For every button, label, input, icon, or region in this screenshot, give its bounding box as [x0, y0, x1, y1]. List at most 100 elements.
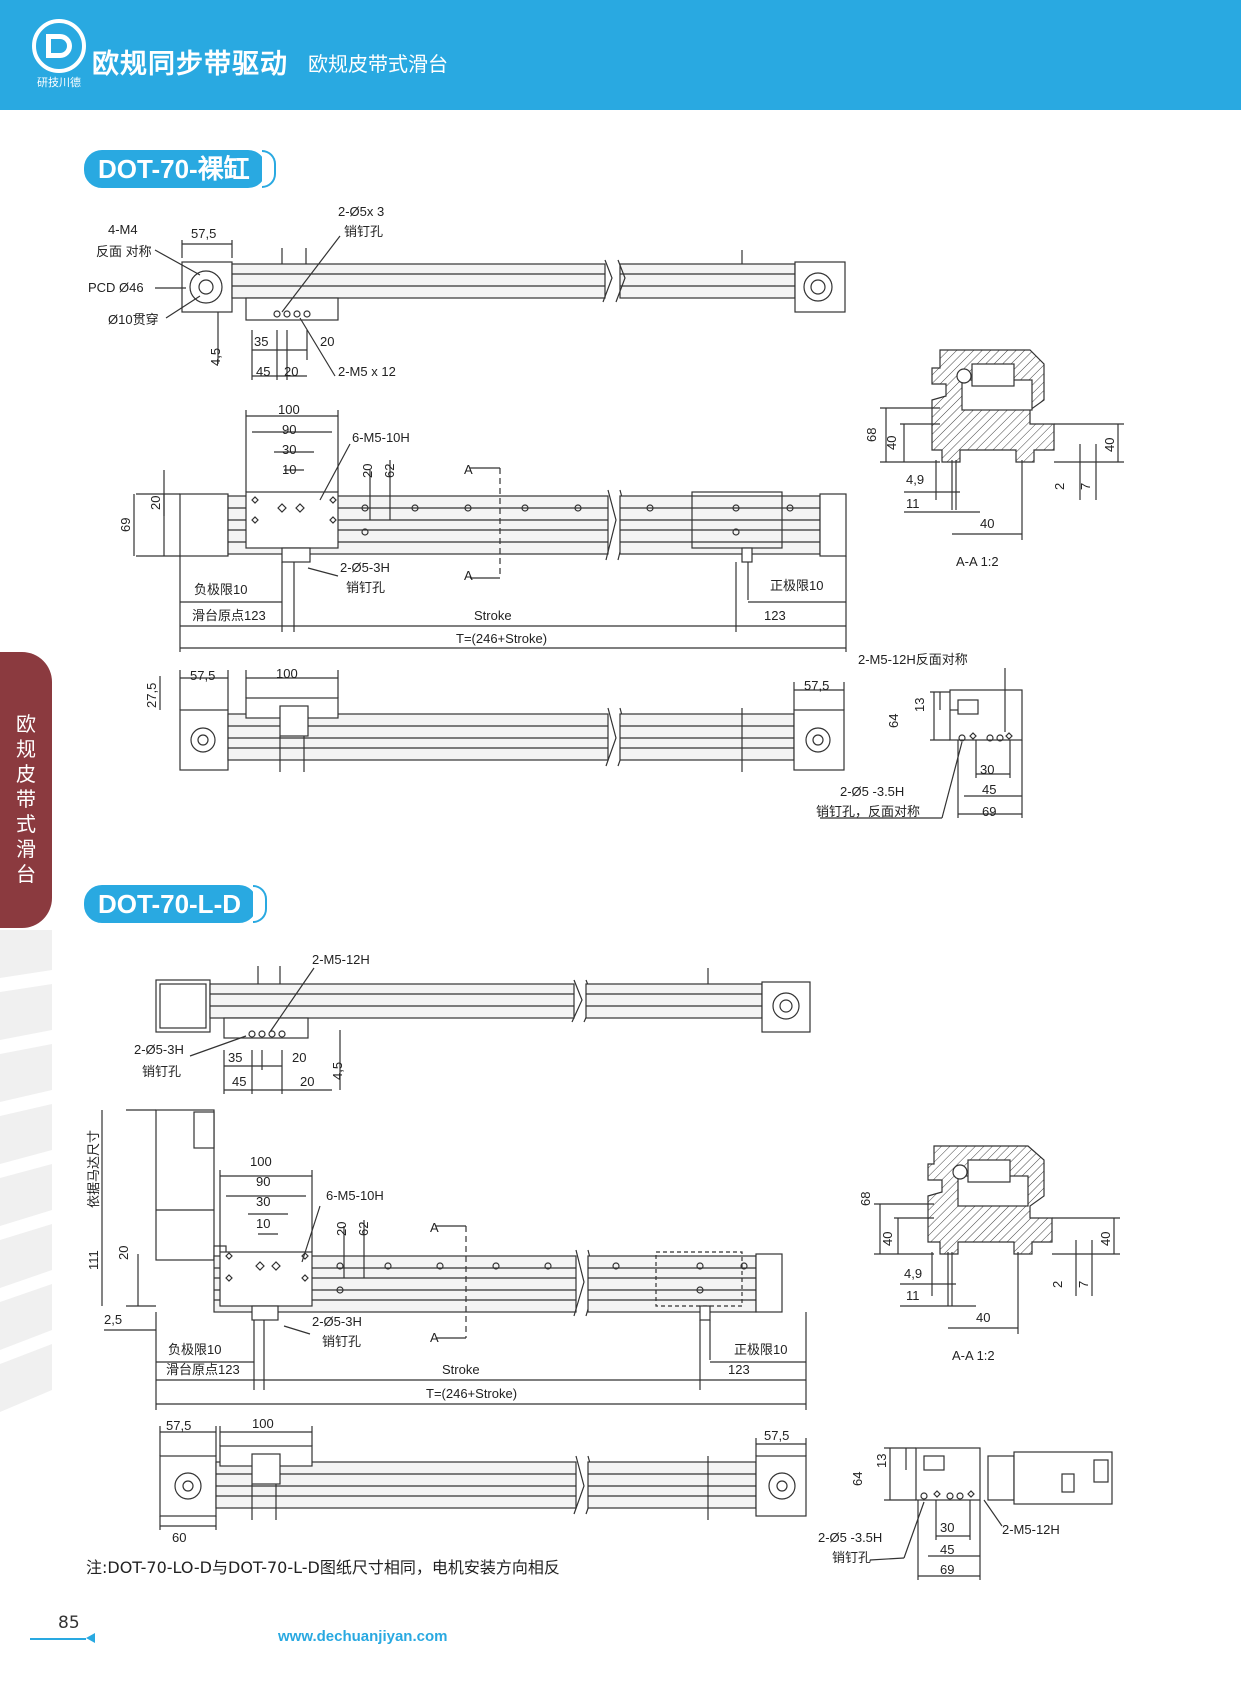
- s1-bot-575r: 57,5: [804, 678, 829, 693]
- s1-label-4m4: 4-M4: [108, 222, 138, 237]
- s2-sec-68: 68: [858, 1192, 873, 1206]
- s1-sec-40r: 40: [1102, 438, 1117, 452]
- footnote: 注:DOT-70-LO-D与DOT-70-L-D图纸尺寸相同，电机安装方向相反: [86, 1558, 560, 1577]
- s2-top-m5: 2-M5-12H: [312, 952, 370, 967]
- s2-sec-b40: 40: [976, 1310, 990, 1325]
- s1-mid-10: 10: [282, 462, 296, 477]
- s1-sec-40l: 40: [884, 436, 899, 450]
- page-number: 85: [58, 1613, 80, 1633]
- s2-mid-20v: 20: [116, 1246, 131, 1260]
- s2-mid-111: 111: [86, 1250, 101, 1270]
- s2-top-pin2: 销钉孔: [142, 1064, 181, 1079]
- s1-mid-123: 123: [764, 608, 786, 623]
- s1-end-64: 64: [886, 714, 901, 728]
- s2-mid-25: 2,5: [104, 1312, 122, 1327]
- s2-mid-motor: 依据马达尺寸: [86, 1130, 101, 1208]
- section-title-1-text: DOT-70-裸缸: [98, 154, 250, 184]
- s1-mid-30: 30: [282, 442, 296, 457]
- s1-mid-total: T=(246+Stroke): [456, 631, 547, 646]
- s1-label-575: 57,5: [191, 226, 216, 241]
- s1-mid-pin2: 销钉孔: [346, 580, 385, 595]
- s1-end-pin2: 销钉孔，反面对称: [816, 804, 920, 819]
- s1-sec-49: 4,9: [906, 472, 924, 487]
- s1-label-20b: 20: [284, 364, 298, 379]
- s2-end-pin2: 销钉孔: [832, 1550, 871, 1565]
- s1-label-35: 35: [254, 334, 268, 349]
- s1-end-69: 69: [982, 804, 996, 819]
- s1-mid-pin: 2-Ø5-3H: [340, 560, 390, 575]
- side-tab: [0, 652, 52, 928]
- s1-label-thru: Ø10贯穿: [108, 312, 159, 327]
- s2-mid-pin2: 销钉孔: [322, 1334, 361, 1349]
- side-tab-label: 欧规皮带式滑台: [16, 712, 36, 886]
- s1-sec-b40: 40: [980, 516, 994, 531]
- s1-mid-neg: 负极限10: [194, 582, 247, 597]
- s2-top-view: [155, 966, 811, 1094]
- s2-end-view: [869, 1447, 1113, 1580]
- s2-top-20b: 20: [300, 1074, 314, 1089]
- s1-end-30: 30: [980, 762, 994, 777]
- section-title-1: DOT-70-裸缸: [84, 150, 276, 188]
- s2-mid-a-bot: A: [430, 1330, 439, 1345]
- s1-top-view: [154, 235, 846, 380]
- logo-caption: 研技川德: [37, 75, 81, 89]
- s2-top-20: 20: [292, 1050, 306, 1065]
- s2-mid-pos: 正极限10: [734, 1342, 787, 1357]
- brand-logo: 研技川德: [32, 19, 86, 89]
- s2-sec-7: 7: [1076, 1281, 1091, 1288]
- s2-end-30: 30: [940, 1520, 954, 1535]
- s1-end-pin: 2-Ø5 -3.5H: [840, 784, 904, 799]
- s2-sec-11: 11: [906, 1288, 920, 1303]
- s2-mid-a-top: A: [430, 1220, 439, 1235]
- side-decoration: [0, 930, 52, 1412]
- s2-mid-100: 100: [250, 1154, 272, 1169]
- s1-label-m5x12: 2-M5 x 12: [338, 364, 396, 379]
- s2-end-45: 45: [940, 1542, 954, 1557]
- s2-top-45: 45: [232, 1074, 246, 1089]
- s1-mid-a-top: A: [464, 462, 473, 477]
- s1-label-45: 45: [256, 364, 270, 379]
- s2-end-pin: 2-Ø5 -3.5H: [818, 1530, 882, 1545]
- s1-bot-275: 27,5: [144, 683, 159, 708]
- s1-middle-view: [133, 410, 847, 652]
- s2-bot-100: 100: [252, 1416, 274, 1431]
- s1-sec-11: 11: [906, 496, 920, 511]
- s2-sec-caption: A-A 1:2: [952, 1348, 995, 1363]
- s2-end-13: 13: [874, 1454, 889, 1468]
- s2-end-m5: 2-M5-12H: [1002, 1522, 1060, 1537]
- page-number-underline: [30, 1638, 86, 1640]
- s2-bot-575: 57,5: [166, 1418, 191, 1433]
- s1-mid-100: 100: [278, 402, 300, 417]
- s1-section-view: [880, 349, 1124, 540]
- s2-bot-575r: 57,5: [764, 1428, 789, 1443]
- s1-sec-68: 68: [864, 428, 879, 442]
- s2-middle-view: [101, 1109, 807, 1410]
- s1-mid-h69: 69: [118, 518, 133, 532]
- s2-mid-v20: 20: [334, 1222, 349, 1236]
- s1-mid-stroke: Stroke: [474, 608, 512, 623]
- s1-end-13: 13: [912, 698, 927, 712]
- s2-mid-home: 滑台原点123: [166, 1362, 240, 1377]
- s1-mid-pos: 正极限10: [770, 578, 823, 593]
- s1-mid-90: 90: [282, 422, 296, 437]
- s2-end-64: 64: [850, 1472, 865, 1486]
- s2-mid-total: T=(246+Stroke): [426, 1386, 517, 1401]
- s2-mid-v62: 62: [356, 1222, 371, 1236]
- s1-label-pin5x3: 2-Ø5x 3: [338, 204, 384, 219]
- header-subtitle: 欧规皮带式滑台: [308, 52, 448, 76]
- s2-mid-neg: 负极限10: [168, 1342, 221, 1357]
- s1-label-45v: 4,5: [208, 348, 223, 366]
- page-arrow-icon: [86, 1633, 95, 1643]
- website-link[interactable]: www.dechuanjiyan.com: [278, 1628, 448, 1645]
- s2-bottom-view: [159, 1426, 807, 1530]
- section-title-2-text: DOT-70-L-D: [98, 889, 241, 919]
- s1-mid-v20: 20: [360, 464, 375, 478]
- s1-label-pcd: PCD Ø46: [88, 280, 144, 295]
- s1-mid-h20: 20: [148, 496, 163, 510]
- s2-mid-123: 123: [728, 1362, 750, 1377]
- s2-top-pin: 2-Ø5-3H: [134, 1042, 184, 1057]
- section-title-2: DOT-70-L-D: [84, 885, 267, 923]
- s2-bot-60: 60: [172, 1530, 186, 1545]
- s2-sec-40r: 40: [1098, 1232, 1113, 1246]
